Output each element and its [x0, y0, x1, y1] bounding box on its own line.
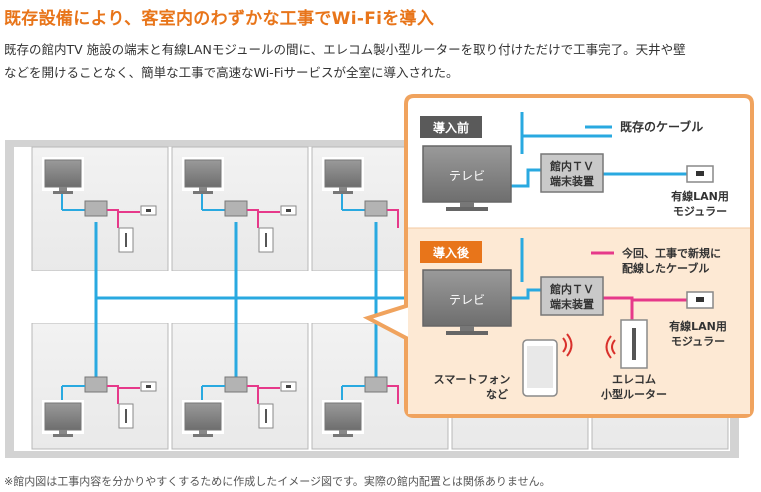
after-router-cable — [602, 296, 634, 320]
after-lan-label-2: モジュラー — [671, 335, 725, 348]
before-lan-label-1: 有線LAN用 — [671, 189, 729, 203]
intro-text: 既存の館内TV 施設の端末と有線LANモジュールの間に、エレコム製小型ルーターを… — [4, 38, 756, 84]
before-lan-modular: 有線LAN用 モジュラー — [671, 165, 729, 218]
after-lan-modular: 有線LAN用 モジュラー — [669, 291, 727, 348]
footnote: ※館内図は工事内容を分かりやすくするために作成したイメージ図です。実際の館内配置… — [4, 475, 551, 488]
room-equipment-top-2 — [181, 156, 297, 253]
after-tv-label: テレビ — [449, 293, 485, 307]
intro-line-1: 既存の館内TV 施設の端末と有線LANモジュールの間に、エレコム製小型ルーターを… — [4, 42, 686, 57]
room-equipment-top-1 — [41, 156, 157, 253]
smartphone-icon — [522, 333, 573, 397]
room-equipment-bottom-3 — [321, 376, 399, 438]
router-label-1: エレコム — [612, 373, 656, 386]
before-terminal-label-2: 端末装置 — [550, 174, 594, 188]
before-terminal-label-1: 館内ＴＶ — [549, 159, 594, 173]
router-label-2: 小型ルーター — [600, 387, 667, 401]
callout-panel: 導入前 既存のケーブル テレビ 館内ＴＶ 端末装置 有線LAN用 — [362, 94, 754, 418]
before-section: 導入前 既存のケーブル テレビ 館内ＴＶ 端末装置 有線LAN用 — [420, 112, 729, 218]
before-terminal: 館内ＴＶ 端末装置 — [540, 153, 604, 193]
new-cable-legend-label-1: 今回、工事で新規に — [621, 246, 721, 260]
before-badge-label: 導入前 — [433, 120, 469, 135]
after-badge — [420, 241, 482, 263]
smartphone-label-1: スマートフォン — [434, 373, 511, 386]
before-lan-label-2: モジュラー — [673, 205, 727, 218]
page-heading: 既存設備により、客室内のわずかな工事でWi-Fiを導入 — [4, 9, 435, 29]
before-tv-label: テレビ — [449, 169, 485, 183]
room-equipment-bottom-1 — [41, 376, 157, 438]
room-equipment-bottom-2 — [181, 376, 297, 438]
after-badge-label: 導入後 — [433, 245, 470, 260]
before-tv-cable — [510, 168, 542, 188]
after-terminal-label-2: 端末装置 — [550, 297, 594, 311]
intro-line-2: などを開けることなく、簡単な工事で高速なWi-Fiサービスが全室に導入された。 — [4, 65, 459, 80]
smartphone-label-2: など — [486, 388, 508, 401]
after-lan-label-1: 有線LAN用 — [669, 319, 727, 333]
after-section: 導入後 今回、工事で新規に 配線したケーブル テレビ 館内ＴＶ 端末装置 — [420, 238, 727, 401]
existing-cable-legend-label: 既存のケーブル — [620, 119, 703, 134]
router-icon — [605, 319, 648, 369]
before-tv: テレビ — [422, 145, 512, 211]
new-cable-legend-label-2: 配線したケーブル — [622, 261, 709, 275]
room-equipment-top-3 — [321, 156, 399, 228]
after-terminal-label-1: 館内ＴＶ — [549, 282, 594, 296]
after-terminal: 館内ＴＶ 端末装置 — [540, 276, 604, 316]
after-tv: テレビ — [422, 269, 512, 335]
before-badge — [420, 116, 482, 138]
